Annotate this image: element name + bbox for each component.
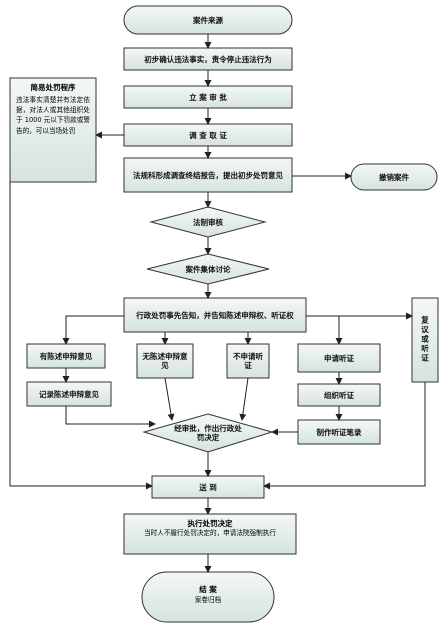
shape-notice: [123, 297, 307, 333]
node-confirm: 初步确认违法事实，责令停止违法行为: [144, 54, 272, 64]
shape-review: [411, 297, 439, 383]
shape-record-statement: [26, 381, 112, 407]
shape-report: [123, 157, 293, 193]
node-filing: 立 案 审 批: [189, 92, 227, 102]
exec-body: 当时人不履行处罚决定的，申请法院强制执行: [144, 529, 276, 537]
node-notice: 行政处罚事先告知，并告知陈述申辩权、听证权: [136, 310, 294, 320]
node-review: 复议或听证: [420, 316, 430, 364]
end-body: 案卷归档: [194, 596, 222, 604]
shape-exec: [123, 513, 297, 555]
node-no-statement: 无陈述申辩意见: [142, 352, 188, 370]
end-title: 结 案: [199, 585, 217, 594]
shape-hearing-record: [297, 419, 381, 445]
node-approval: 经审批，作出行政处罚决定: [174, 424, 242, 442]
simple-title: 简易处罚程序: [30, 83, 76, 92]
node-deliver: 送 到: [199, 482, 217, 492]
node-has-statement: 有陈述申辩意见: [39, 351, 93, 361]
shape-simple: [9, 77, 97, 183]
node-investigate: 调 查 取 证: [189, 130, 227, 140]
node-organize-hearing: 组织听证: [324, 390, 354, 400]
node-record-statement: 记录陈述申辩意见: [39, 389, 99, 399]
shape-has-statement: [26, 343, 106, 369]
node-report: 法规科形成调查终结报告，提出初步处罚意见: [133, 170, 283, 180]
node-simple: 简易处罚程序 违法事实清楚并有法定依据，对法人或其他组织处于 1000 元以下罚…: [10, 78, 96, 182]
node-source: 案件来源: [193, 15, 223, 25]
node-end: 结 案 案卷归档: [142, 572, 274, 622]
node-no-hearing: 不申请听证: [233, 352, 263, 370]
node-hearing-record: 制作听证笔录: [316, 427, 362, 437]
node-apply-hearing: 申请听证: [324, 353, 354, 363]
shape-no-statement: [136, 343, 194, 379]
simple-body: 违法事实清楚并有法定依据，对法人或其他组织处于 1000 元以下罚款或警告的，可…: [16, 96, 90, 135]
exec-title: 执行处罚决定: [187, 519, 233, 528]
node-legal-review: 法制审核: [193, 217, 223, 227]
node-cancel: 撤销案件: [379, 172, 409, 182]
node-exec: 执行处罚决定 当时人不履行处罚决定的，申请法院强制执行: [124, 514, 296, 554]
node-collective: 案件集体讨论: [185, 264, 231, 274]
